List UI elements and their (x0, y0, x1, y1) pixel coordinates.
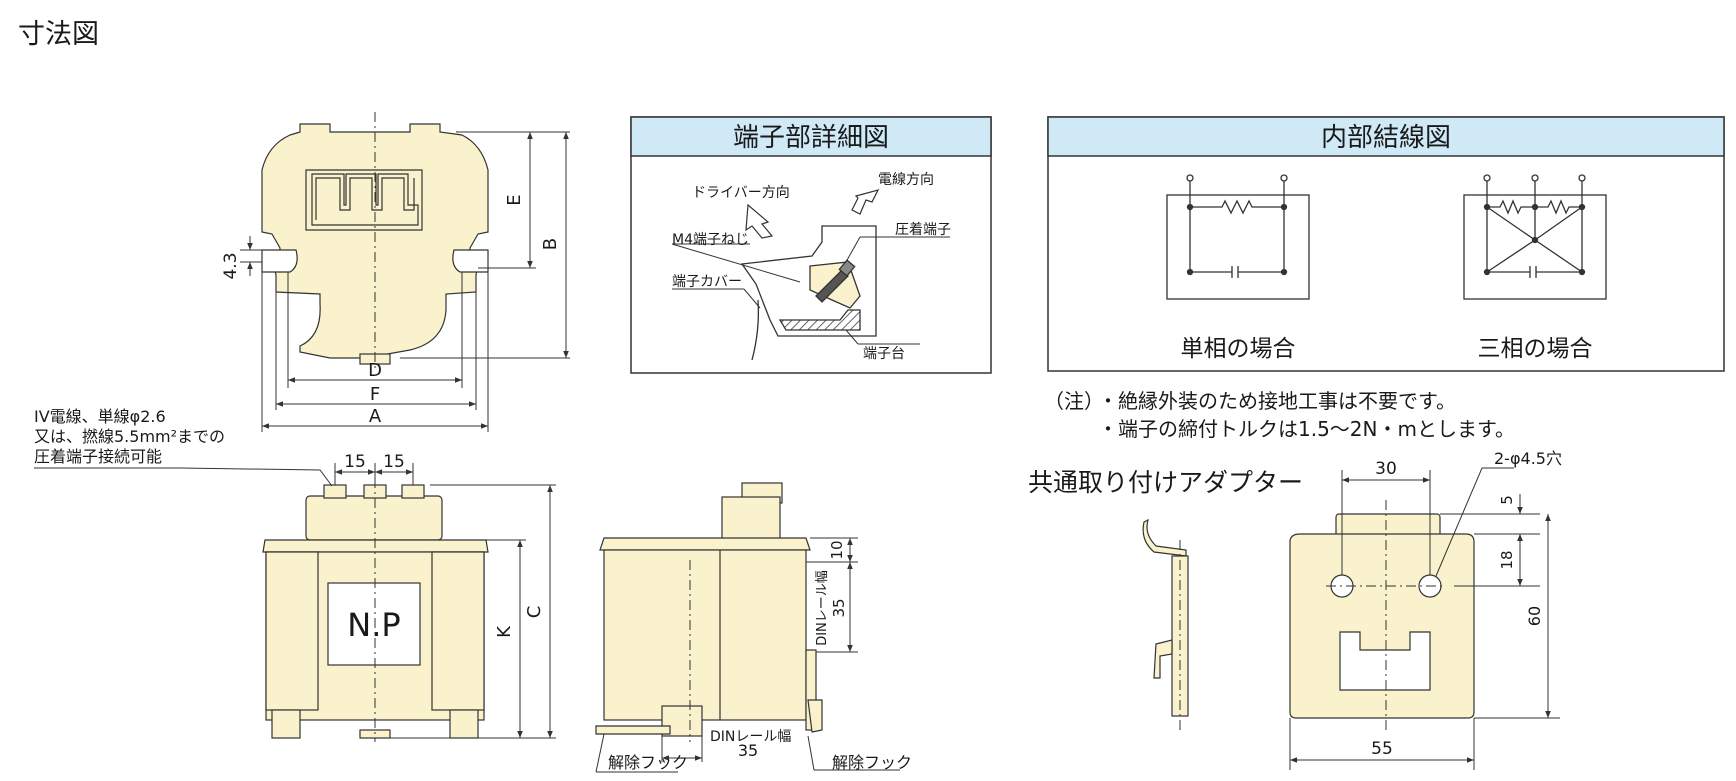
label-wire: 電線方向 (878, 172, 934, 188)
np-label: N.P (347, 606, 400, 644)
note-line-1: ・絶縁外装のため接地工事は不要です。 (1098, 389, 1456, 413)
wire-note-line-1: IV電線、単線φ2.6 (34, 407, 166, 426)
three-phase-circuit (1463, 174, 1607, 300)
terminal-detail-title: 端子部詳細図 (733, 123, 889, 153)
dim-e-label: E (504, 194, 525, 205)
holes-label: 2-φ4.5穴 (1494, 449, 1562, 468)
three-phase-label: 三相の場合 (1478, 336, 1593, 362)
terminal-detail-leaders (671, 236, 950, 345)
dim-10-label: 10 (828, 540, 846, 559)
bottom-dimensions (34, 463, 556, 739)
dim-15a-label: 15 (344, 452, 366, 472)
side-view (595, 482, 823, 737)
dim-f-label: F (370, 384, 380, 405)
single-phase-label: 単相の場合 (1181, 336, 1296, 362)
release-hook-right-label: 解除フック (832, 753, 912, 772)
driver-arrow-icon (745, 203, 774, 239)
front-tab-left (261, 249, 298, 273)
din-rail-horizontal-label: DINレール幅 (710, 729, 791, 745)
internal-wiring-title: 内部結線図 (1321, 123, 1451, 153)
dim-k-label: K (494, 625, 515, 638)
label-driver: ドライバー方向 (692, 185, 790, 201)
adapter-title: 共通取り付けアダプター (1028, 468, 1304, 497)
front-dimensions (240, 131, 570, 432)
adapter-side-view (1142, 518, 1189, 717)
dim-55-label: 55 (1371, 739, 1393, 759)
terminal-detail-box (630, 116, 992, 374)
release-hook-left-label: 解除フック (608, 753, 688, 772)
label-m4-screw: M4端子ねじ (672, 232, 749, 248)
internal-wiring-box (1047, 116, 1725, 372)
dim-35v-label: 35 (830, 598, 848, 617)
wire-arrow-icon (851, 189, 880, 215)
din-rail-vertical-label: DINレール幅 (815, 570, 830, 646)
adapter-dimensions (1289, 467, 1560, 770)
side-dimensions (595, 537, 900, 773)
dim-5-label: 5 (1498, 495, 1516, 505)
page-title: 寸法図 (18, 19, 99, 50)
wire-note-line-3: 圧着端子接続可能 (34, 447, 163, 466)
dim-15b-label: 15 (383, 452, 405, 472)
dim-a-label: A (369, 406, 382, 427)
dim-35h-label: 35 (738, 741, 758, 760)
single-phase-circuit (1166, 174, 1310, 300)
notes-prefix: （注） (1044, 389, 1104, 413)
dim-60-label: 60 (1525, 606, 1544, 626)
dim-43-label: 4.3 (221, 252, 241, 279)
dim-30-label: 30 (1375, 459, 1397, 479)
dim-c-label: C (524, 606, 545, 619)
serpentine-inner (315, 177, 415, 220)
terminal-detail-drawing (740, 189, 880, 361)
adapter-front-view (1289, 513, 1475, 719)
serpentine-outer (305, 169, 423, 231)
wire-note-line-2: 又は、撚線5.5mm²までの (34, 427, 226, 446)
dim-b-label: B (540, 238, 561, 250)
label-base: 端子台 (863, 346, 905, 362)
note-line-2: ・端子の締付トルクは1.5〜2N・mとします。 (1098, 417, 1515, 441)
front-tab-right (452, 249, 489, 273)
label-cover: 端子カバー (672, 274, 742, 290)
dim-18-label: 18 (1498, 550, 1516, 569)
serpentine-inner2 (311, 173, 419, 226)
dim-d-label: D (368, 360, 382, 381)
bottom-view (262, 484, 489, 739)
label-crimp: 圧着端子 (895, 222, 951, 238)
